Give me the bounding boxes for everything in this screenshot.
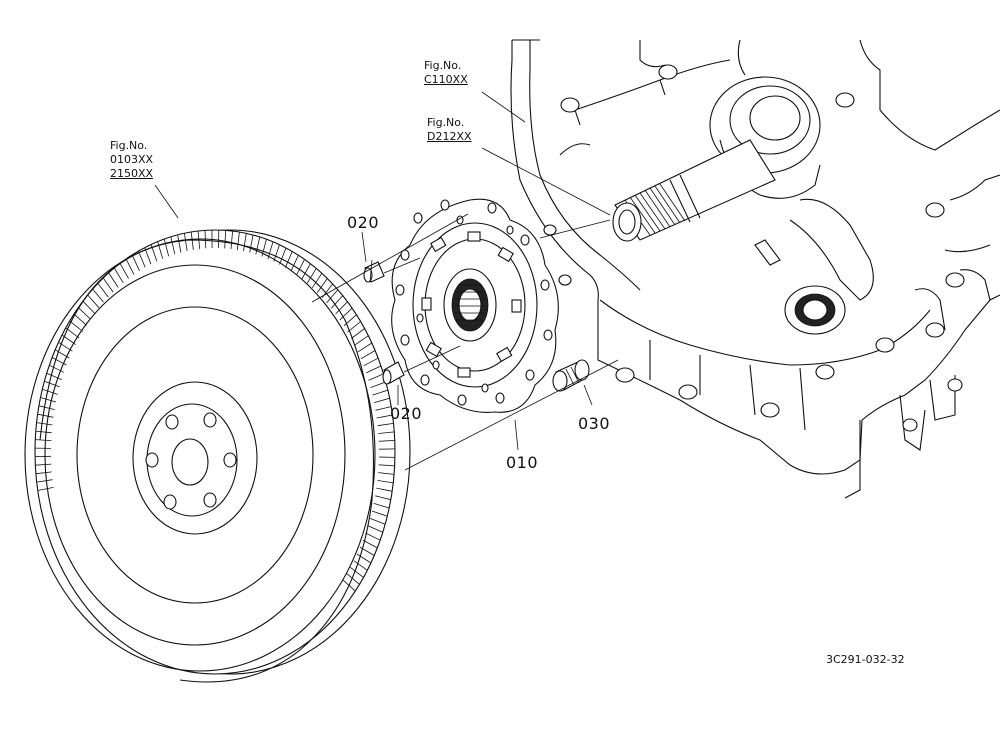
reference-title: Fig.No.: [110, 140, 153, 151]
reference-code: C110XX: [424, 74, 468, 85]
part-number-pin-upper: 020: [347, 215, 379, 231]
drawing-code: 3C291-032-32: [826, 654, 905, 665]
reference-code: 2150XX: [110, 168, 153, 179]
reference-title: Fig.No.: [427, 117, 472, 128]
part-number-pin-lower: 020: [390, 406, 422, 422]
reference-title: Fig.No.: [424, 60, 468, 71]
flywheel-assembly: [25, 230, 410, 682]
plug: [553, 360, 589, 391]
housing-figure-reference: Fig.No. C110XX: [424, 60, 468, 85]
reference-code: D212XX: [427, 131, 472, 142]
pin-upper: [364, 262, 384, 282]
reference-code: 0103XX: [110, 154, 153, 165]
clutch-disc: [392, 199, 559, 412]
input-shaft: [613, 140, 775, 241]
shaft-figure-reference: Fig.No. D212XX: [427, 117, 472, 142]
part-number-clutch-disc: 010: [506, 455, 538, 471]
flywheel-figure-reference: Fig.No. 0103XX 2150XX: [110, 140, 153, 179]
part-number-plug: 030: [578, 416, 610, 432]
